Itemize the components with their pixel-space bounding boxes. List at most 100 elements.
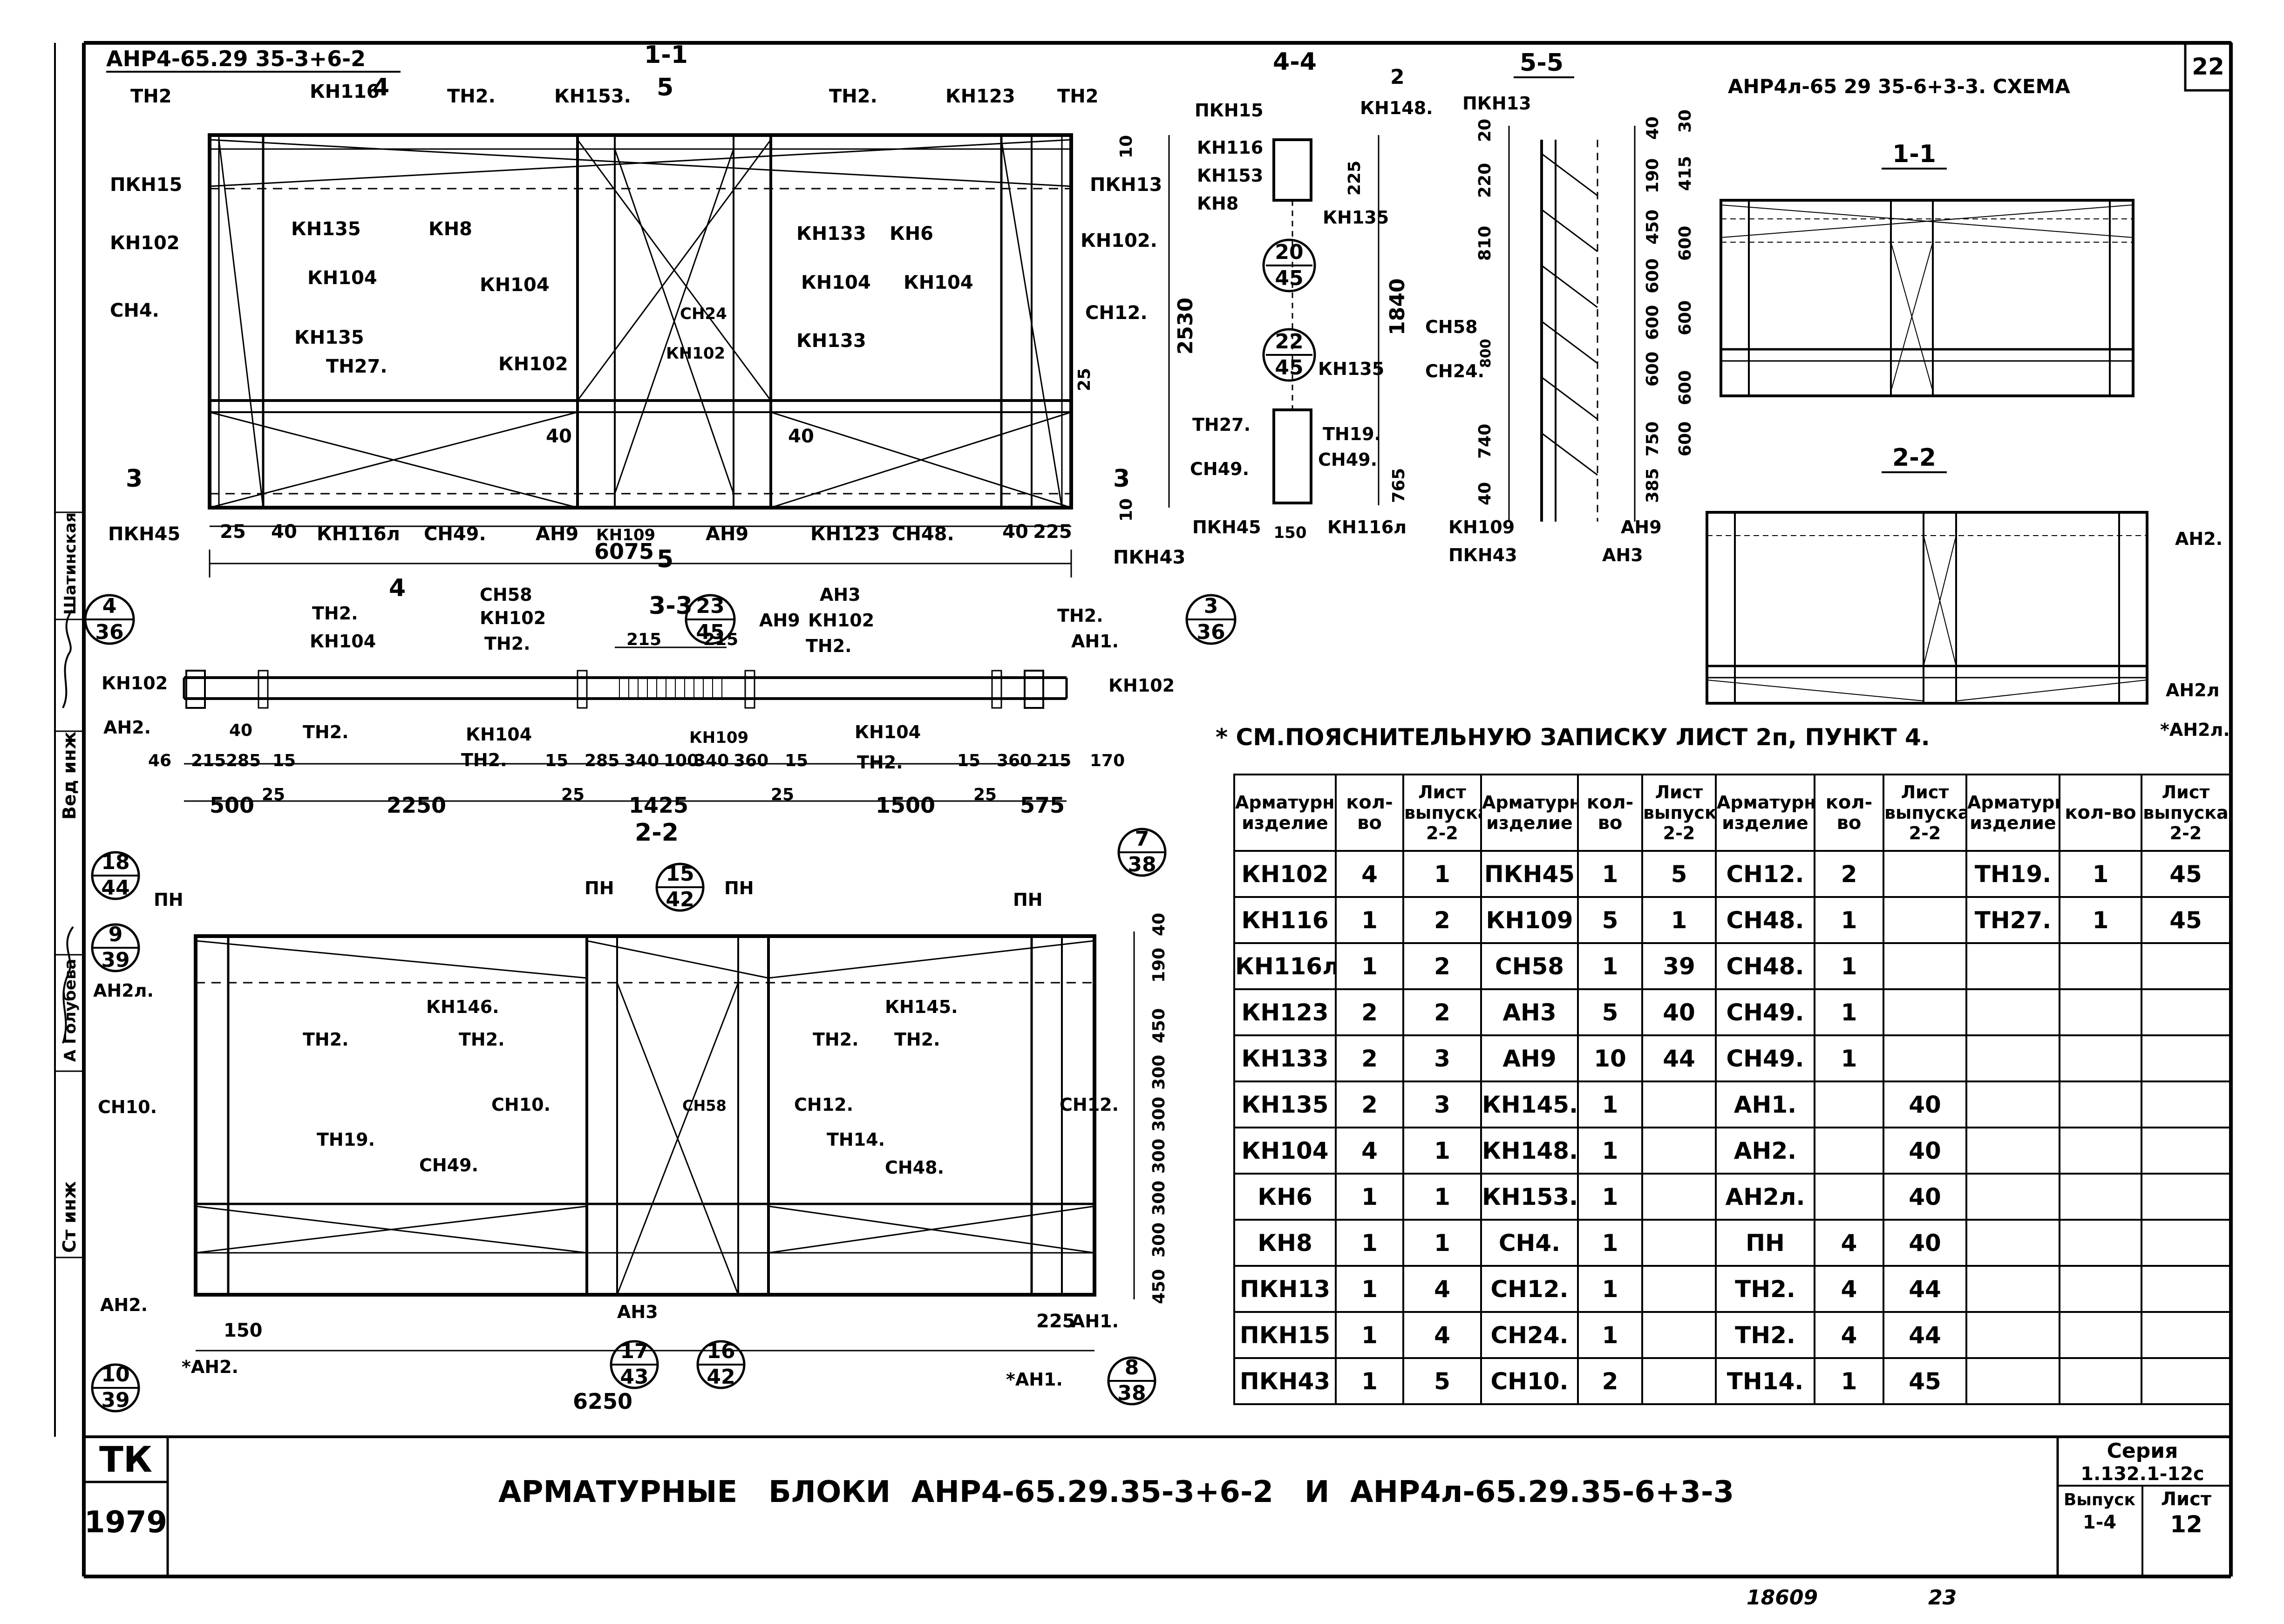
plan-dim: 25 (973, 785, 997, 804)
plan-label: ТН2. (484, 633, 530, 654)
section-5-5-dim: 740 (1475, 424, 1495, 459)
section-5-5-dim: 190 (1643, 158, 1662, 193)
spec-cell: КН135 (1233, 1080, 1337, 1128)
main-elevation-label: ПКН45 (108, 523, 180, 545)
main-elevation-label: КН116 (310, 81, 380, 102)
spec-cell: 44 (1641, 1034, 1717, 1082)
section-5-5-label: ПКН13 (1462, 93, 1531, 114)
plan-label: ТН2. (806, 636, 852, 656)
spec-cell: 1 (1335, 1357, 1404, 1405)
callout-number: 17 (620, 1339, 648, 1363)
spec-cell: КН6 (1233, 1173, 1337, 1221)
plan-dim: 15 (957, 751, 980, 770)
plan-label: АН2. (103, 717, 151, 738)
spec-cell: 1 (1814, 942, 1884, 990)
spec-cell: СН49. (1715, 1034, 1815, 1082)
callout-number: 15 (666, 862, 694, 886)
spec-cell (1814, 1080, 1884, 1128)
spec-cell: 1 (1335, 942, 1404, 990)
main-elevation-label: КН8 (428, 218, 472, 240)
main-elevation-label: КН123 (945, 86, 1015, 107)
section-2-2-label: ТН2. (459, 1029, 505, 1050)
main-elevation-label: КН102. (1081, 230, 1157, 251)
callout-number: 8 (1125, 1356, 1139, 1379)
spec-header-line: 2-2 (1426, 823, 1458, 843)
series-label: Серия (2107, 1439, 2178, 1463)
spec-cell (2059, 1311, 2142, 1359)
spec-cell (2141, 1173, 2231, 1221)
main-elevation-label: ТН27. (326, 356, 387, 377)
spec-cell: 4 (1335, 850, 1404, 898)
spec-cell: 2 (1814, 850, 1884, 898)
section-2-2-label: ТН2. (813, 1029, 859, 1050)
section-2-2-label: *АН1. (1006, 1369, 1063, 1390)
plan-dim: 1500 (876, 793, 935, 818)
section-4-4-label: ПКН45 (1192, 517, 1261, 537)
spec-cell (2141, 1080, 2231, 1128)
callout-sheet: 39 (101, 1388, 129, 1412)
section-2-2-label: АН2. (100, 1295, 148, 1315)
main-elevation-label: КН102 (666, 344, 725, 363)
spec-cell: 5 (1641, 850, 1717, 898)
stamp-year: 1979 (84, 1505, 167, 1540)
main-elevation-label: СН49. (424, 523, 486, 545)
section-5-5-title: 5-5 (1520, 49, 1563, 77)
spec-cell (2059, 988, 2142, 1036)
main-elevation-dim-2530: 2530 (1174, 298, 1197, 354)
section-4-4-label: КН153 (1197, 165, 1263, 186)
main-view-title: АНР4-65.29 35-3+6-2 (106, 46, 366, 71)
spec-cell (2059, 1127, 2142, 1175)
main-elevation-dim-11: 40 (546, 426, 572, 447)
spec-cell: 2 (1402, 988, 1482, 1036)
spec-cell: 3 (1402, 1080, 1482, 1128)
section-5-5-dim: 800 (1478, 339, 1494, 368)
section-5-5-label: КН109 (1448, 517, 1515, 537)
section-2-2-label: СН10. (98, 1097, 157, 1117)
section-2-2-dim: 300 (1149, 1181, 1169, 1216)
section-2-2-dim: 300 (1149, 1055, 1169, 1090)
section-2-2-label: ТН19. (317, 1129, 375, 1150)
spec-cell: ТН27. (1965, 896, 2060, 944)
callout-sheet: 42 (707, 1365, 735, 1389)
callout-sheet: 38 (1117, 1381, 1146, 1405)
callout-number: 7 (1135, 827, 1149, 851)
section-2-2-label: ПН (154, 890, 184, 910)
spec-cell: КН102 (1233, 850, 1337, 898)
spec-cell: 1 (1577, 1127, 1643, 1175)
plan-dim: 100 (664, 751, 699, 770)
section-5-5-dim: 750 (1643, 421, 1662, 456)
spec-cell (1883, 896, 1967, 944)
scheme-labels: АН2. АН2л *АН2л. (2160, 529, 2230, 740)
scheme-label: *АН2л. (2160, 720, 2230, 740)
section-5-5-label: СН24. (1425, 361, 1484, 381)
main-elevation-label: СН4. (110, 300, 159, 321)
spec-cell: 1 (1335, 1311, 1404, 1359)
spec-cell (2059, 1034, 2142, 1082)
sheet-frame (54, 41, 2233, 1578)
main-elevation-dim-10: 10 (1117, 498, 1136, 522)
plan-dim: 25 (262, 785, 285, 804)
main-elevation-dim-12: 40 (788, 426, 814, 447)
spec-header-line: изделие (1242, 813, 1328, 833)
main-elevation-label: ТН2 (1057, 86, 1099, 107)
main-elevation-label: КН104 (307, 267, 377, 289)
main-elevation-dim-9: 25 (1075, 368, 1094, 391)
spec-header-line: выпуска (1643, 802, 1716, 823)
section-2-2-label: СН12. (1060, 1094, 1119, 1115)
main-elevation-label: КН102 (110, 232, 180, 254)
spec-cell: 5 (1402, 1357, 1482, 1405)
spec-cell (2059, 1219, 2142, 1267)
section-2-2-dim: 300 (1149, 1139, 1169, 1174)
spec-cell: 3 (1402, 1034, 1482, 1082)
main-elevation-label: КН133 (796, 330, 866, 352)
spec-cell: 1 (1335, 1265, 1404, 1313)
main-elevation-label: ПКН15 (110, 174, 182, 196)
spec-cell: СН48. (1715, 942, 1815, 990)
plan-label: АН1. (1071, 631, 1119, 652)
spec-header-line: выпуска (2143, 802, 2229, 823)
spec-header-line: Арматурное (1482, 792, 1576, 813)
